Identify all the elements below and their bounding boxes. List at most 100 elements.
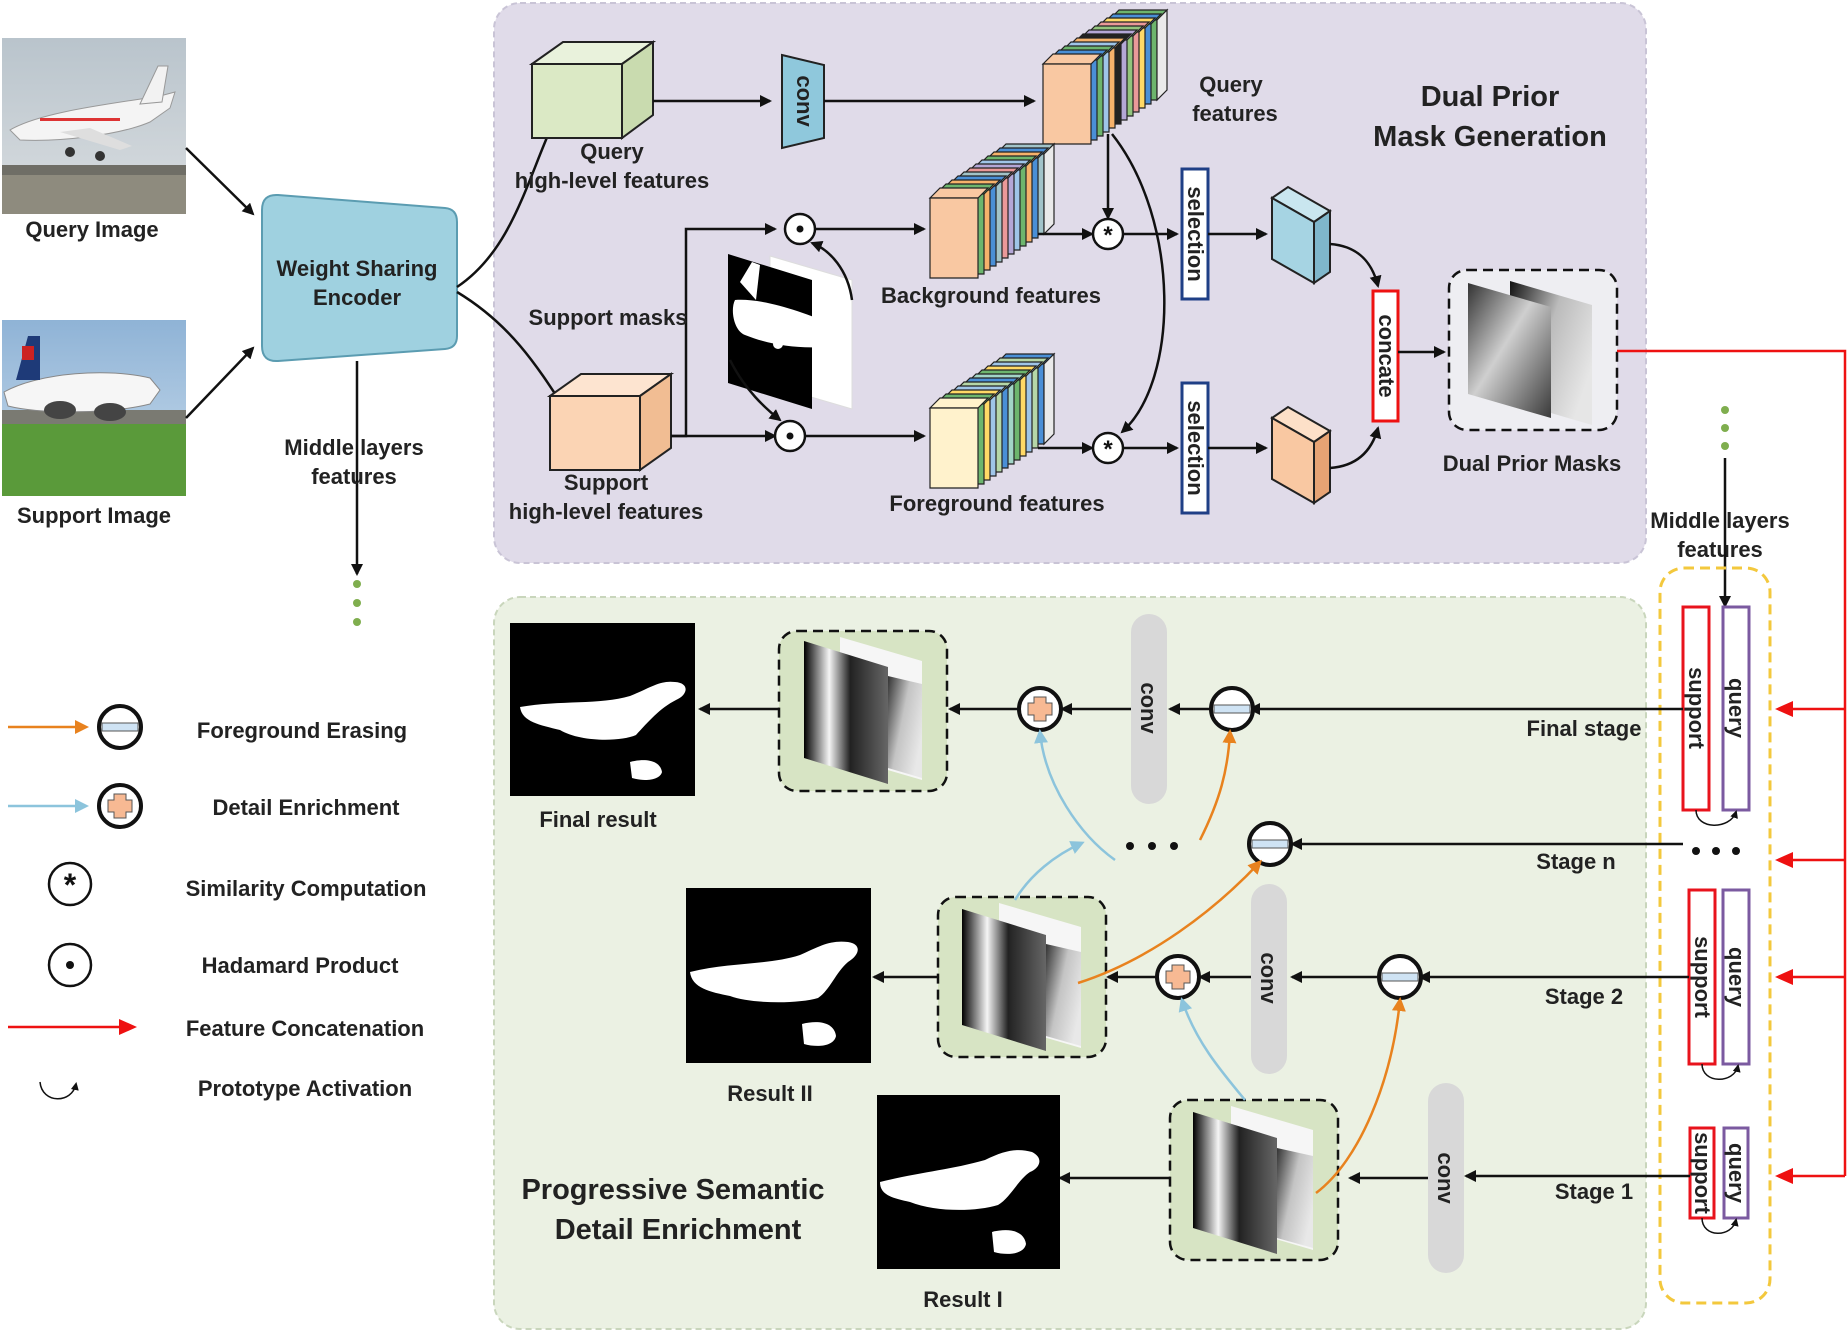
legend-hadamard: Hadamard Product [202, 953, 399, 978]
selection-label-bottom: selection [1183, 400, 1208, 495]
middle-right-label-1: Middle layers [1650, 508, 1789, 533]
support-image-label: Support Image [17, 503, 171, 528]
legend-prototype: Prototype Activation [198, 1076, 412, 1101]
foreground-erasing-stage-2 [1377, 954, 1423, 1000]
support-hl-label-1: Support [564, 470, 649, 495]
similarity-computation-top: * [1091, 217, 1125, 251]
query-image-label: Query Image [25, 217, 158, 242]
svg-text:support: support [1690, 936, 1715, 1019]
concate-label: concate [1374, 314, 1399, 397]
psde-title-1: Progressive Semantic [521, 1174, 824, 1206]
psde-conv-stage-1 [1428, 1083, 1464, 1273]
svg-text:query: query [1724, 678, 1749, 739]
foreground-erasing-icon [97, 704, 143, 750]
foreground-erasing-stage-n [1247, 821, 1293, 867]
background-features-label: Background features [881, 283, 1101, 308]
foreground-erasing-final [1209, 686, 1255, 732]
dual-prior-masks-image [1468, 281, 1592, 425]
middle-left-label-2: features [311, 464, 397, 489]
psde-conv-stage-2 [1251, 884, 1287, 1074]
background-features-stack [928, 142, 1056, 279]
svg-text:*: * [1103, 436, 1113, 463]
fg-feature-slice [1043, 352, 1055, 446]
final-result-label: Final result [539, 807, 657, 832]
stage-2-label: Stage 2 [1545, 984, 1623, 1009]
support-high-level-cube [546, 372, 675, 472]
ellipsis-dots-right [1721, 406, 1729, 450]
support-image [2, 320, 186, 496]
support-hl-label-2: high-level features [509, 499, 703, 524]
selection-block-top [1180, 167, 1210, 301]
mask-image-final [804, 637, 922, 784]
query-high-level-cube [528, 40, 657, 140]
fg-feature-slice [929, 407, 979, 489]
q-feature-slice [1041, 53, 1103, 65]
stage-2-bars: support query [1687, 888, 1751, 1080]
encoder-label-2: Encoder [313, 285, 401, 310]
dpmg-conv-label: conv [792, 75, 817, 127]
dpmg-title-2: Mask Generation [1373, 121, 1607, 153]
prototype-activation-icon [39, 1081, 79, 1100]
svg-text:conv: conv [1433, 1152, 1458, 1204]
detail-enrichment-final [1017, 686, 1063, 732]
similarity-computation-icon: * [47, 861, 93, 907]
svg-text:*: * [1103, 222, 1113, 249]
query-features-label-1: Query [1199, 72, 1263, 97]
bg-feature-slice [928, 187, 990, 199]
legend: Foreground Erasing Detail Enrichment * S… [8, 704, 427, 1101]
psde-title-2: Detail Enrichment [555, 1214, 802, 1246]
query-features-label-2: features [1192, 101, 1278, 126]
dpmg-conv-block [781, 53, 825, 150]
detail-enrichment-icon [97, 783, 143, 829]
middle-left-label-1: Middle layers [284, 435, 423, 460]
svg-text:conv: conv [1136, 682, 1161, 734]
stage-n-label: Stage n [1536, 849, 1615, 874]
legend-concatenation: Feature Concatenation [186, 1016, 424, 1041]
query-hl-label-1: Query [580, 139, 644, 164]
svg-text:support: support [1690, 1132, 1715, 1215]
result-2-label: Result II [727, 1081, 813, 1106]
query-features-stack [1041, 8, 1169, 145]
q-feature-slice [1156, 8, 1168, 102]
detail-enrichment-stage-2 [1155, 954, 1201, 1000]
stage-1-label: Stage 1 [1555, 1179, 1633, 1204]
psde-conv-final [1131, 614, 1167, 804]
dual-prior-masks-label: Dual Prior Masks [1443, 451, 1622, 476]
svg-text:*: * [64, 867, 77, 903]
support-masks-image [728, 254, 853, 410]
bg-feature-slice [1043, 142, 1055, 236]
query-image [2, 38, 186, 214]
ellipsis-dots-middle [1126, 842, 1178, 850]
svg-text:support: support [1684, 667, 1709, 750]
stage-final-label: Final stage [1527, 716, 1642, 741]
query-hl-label-2: high-level features [515, 168, 709, 193]
selected-background-block [1270, 185, 1332, 285]
hadamard-product-icon [47, 942, 93, 988]
ellipsis-dots-left [353, 580, 361, 626]
legend-detail-enrichment: Detail Enrichment [212, 795, 400, 820]
concate-block [1371, 289, 1400, 423]
result-1-label: Result I [923, 1287, 1002, 1312]
mask-image-stage-1 [1193, 1106, 1313, 1254]
legend-similarity: Similarity Computation [186, 876, 427, 901]
stage-final-bars: support query [1681, 605, 1751, 826]
svg-text:conv: conv [1256, 952, 1281, 1004]
svg-text:query: query [1724, 1143, 1749, 1204]
weight-sharing-encoder [261, 193, 458, 363]
q-feature-slice [1042, 63, 1092, 145]
bg-feature-slice [929, 197, 979, 279]
foreground-features-stack [928, 352, 1056, 489]
result-2-image [686, 888, 871, 1063]
legend-foreground-erasing: Foreground Erasing [197, 718, 407, 743]
dpmg-title-1: Dual Prior [1421, 81, 1560, 113]
fg-feature-slice [928, 397, 990, 409]
encoder-label-1: Weight Sharing [277, 256, 438, 281]
hadamard-product-bottom [773, 419, 807, 453]
stage-n-dots [1692, 847, 1740, 855]
svg-text:query: query [1724, 947, 1749, 1008]
selection-label-top: selection [1183, 186, 1208, 281]
final-result-image [510, 623, 695, 796]
support-masks-label: Support masks [529, 305, 688, 330]
result-1-image [877, 1095, 1060, 1269]
